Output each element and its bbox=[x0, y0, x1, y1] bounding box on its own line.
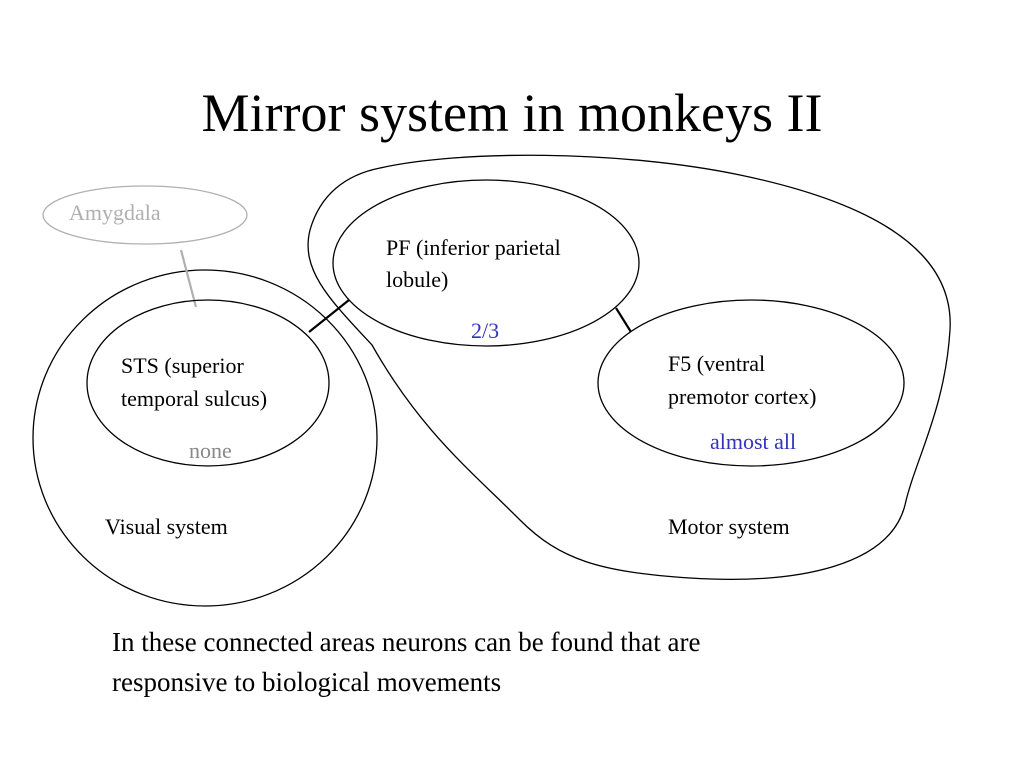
visual-system-outline bbox=[32, 269, 378, 607]
sts-label-line-2: temporal sulcus) bbox=[121, 386, 268, 411]
pf-value: 2/3 bbox=[471, 318, 500, 343]
amygdala-node bbox=[42, 185, 248, 245]
pf-node bbox=[332, 179, 640, 347]
sts-node bbox=[86, 299, 330, 467]
pf-label-line-2: lobule) bbox=[386, 267, 449, 292]
f5-value: almost all bbox=[710, 429, 797, 454]
f5-node bbox=[597, 299, 905, 467]
f5-label-line-1: F5 (ventral bbox=[668, 351, 766, 376]
caption-line-2: responsive to biological movements bbox=[112, 667, 502, 697]
slide-caption: In these connected areas neurons can be … bbox=[112, 622, 902, 702]
motor-system-label: Motor system bbox=[668, 514, 790, 539]
f5-label-line-2: premotor cortex) bbox=[668, 384, 817, 409]
caption-line-1: In these connected areas neurons can be … bbox=[112, 627, 701, 657]
pf-label-line-1: PF (inferior parietal bbox=[386, 235, 561, 260]
amygdala-label: Amygdala bbox=[69, 200, 161, 225]
sts-pf-connection bbox=[308, 299, 350, 333]
amygdala-sts-connection bbox=[179, 249, 198, 308]
sts-label-line-1: STS (superior bbox=[121, 353, 244, 378]
sts-value: none bbox=[189, 438, 232, 463]
pf-f5-connection bbox=[615, 307, 632, 333]
slide-title: Mirror system in monkeys II bbox=[201, 83, 823, 143]
visual-system-label: Visual system bbox=[105, 514, 228, 539]
